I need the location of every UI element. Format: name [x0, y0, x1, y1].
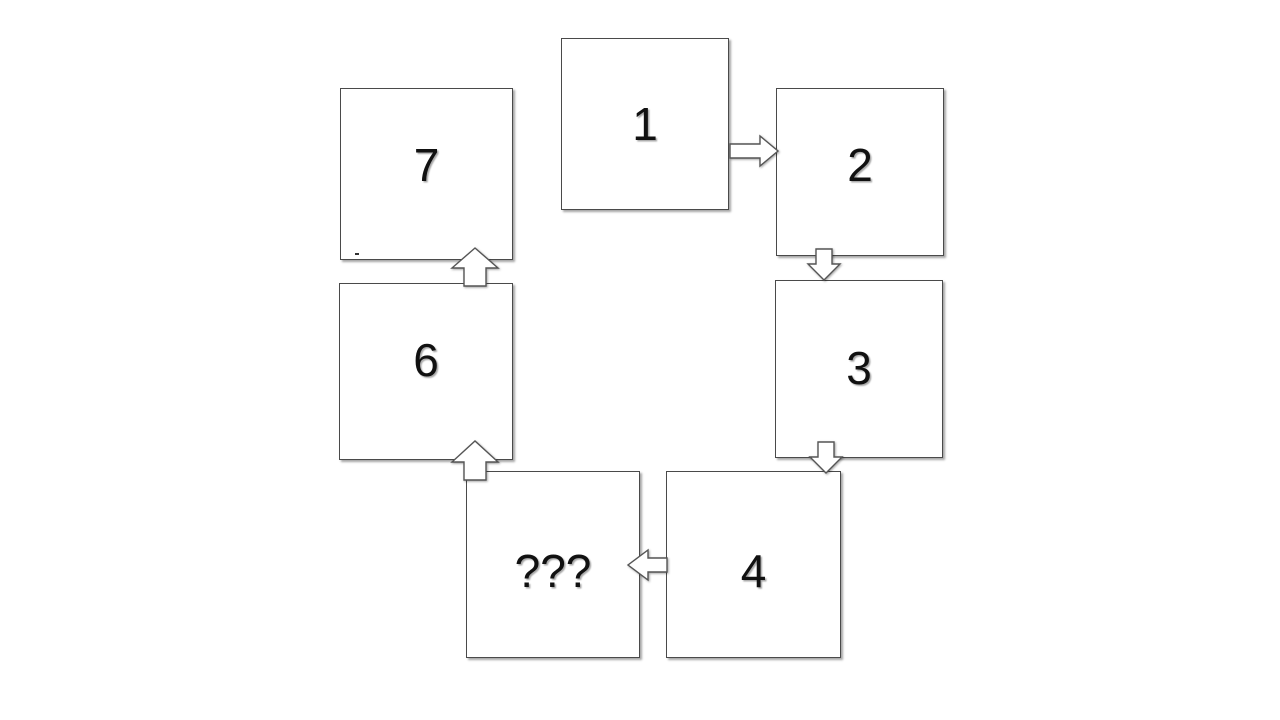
step-label-7: 7 [413, 139, 440, 191]
step-label-unknown: ??? [514, 545, 592, 597]
step-box-2: 2 [776, 88, 944, 256]
step-label-6: 6 [413, 334, 439, 386]
arrow-right-icon [729, 134, 780, 168]
step-label-3: 3 [846, 342, 872, 394]
step-box-unknown: ??? [466, 471, 640, 658]
step-label-4: 4 [740, 545, 767, 597]
step-box-4: 4 [666, 471, 841, 658]
step-box-1: 1 [561, 38, 729, 210]
step-label-1: 1 [632, 98, 658, 150]
stray-mark [355, 253, 359, 255]
step-box-6: 6 [339, 283, 513, 460]
step-box-3: 3 [775, 280, 943, 458]
step-label-2: 2 [847, 139, 873, 191]
step-box-7: 7 [340, 88, 513, 260]
